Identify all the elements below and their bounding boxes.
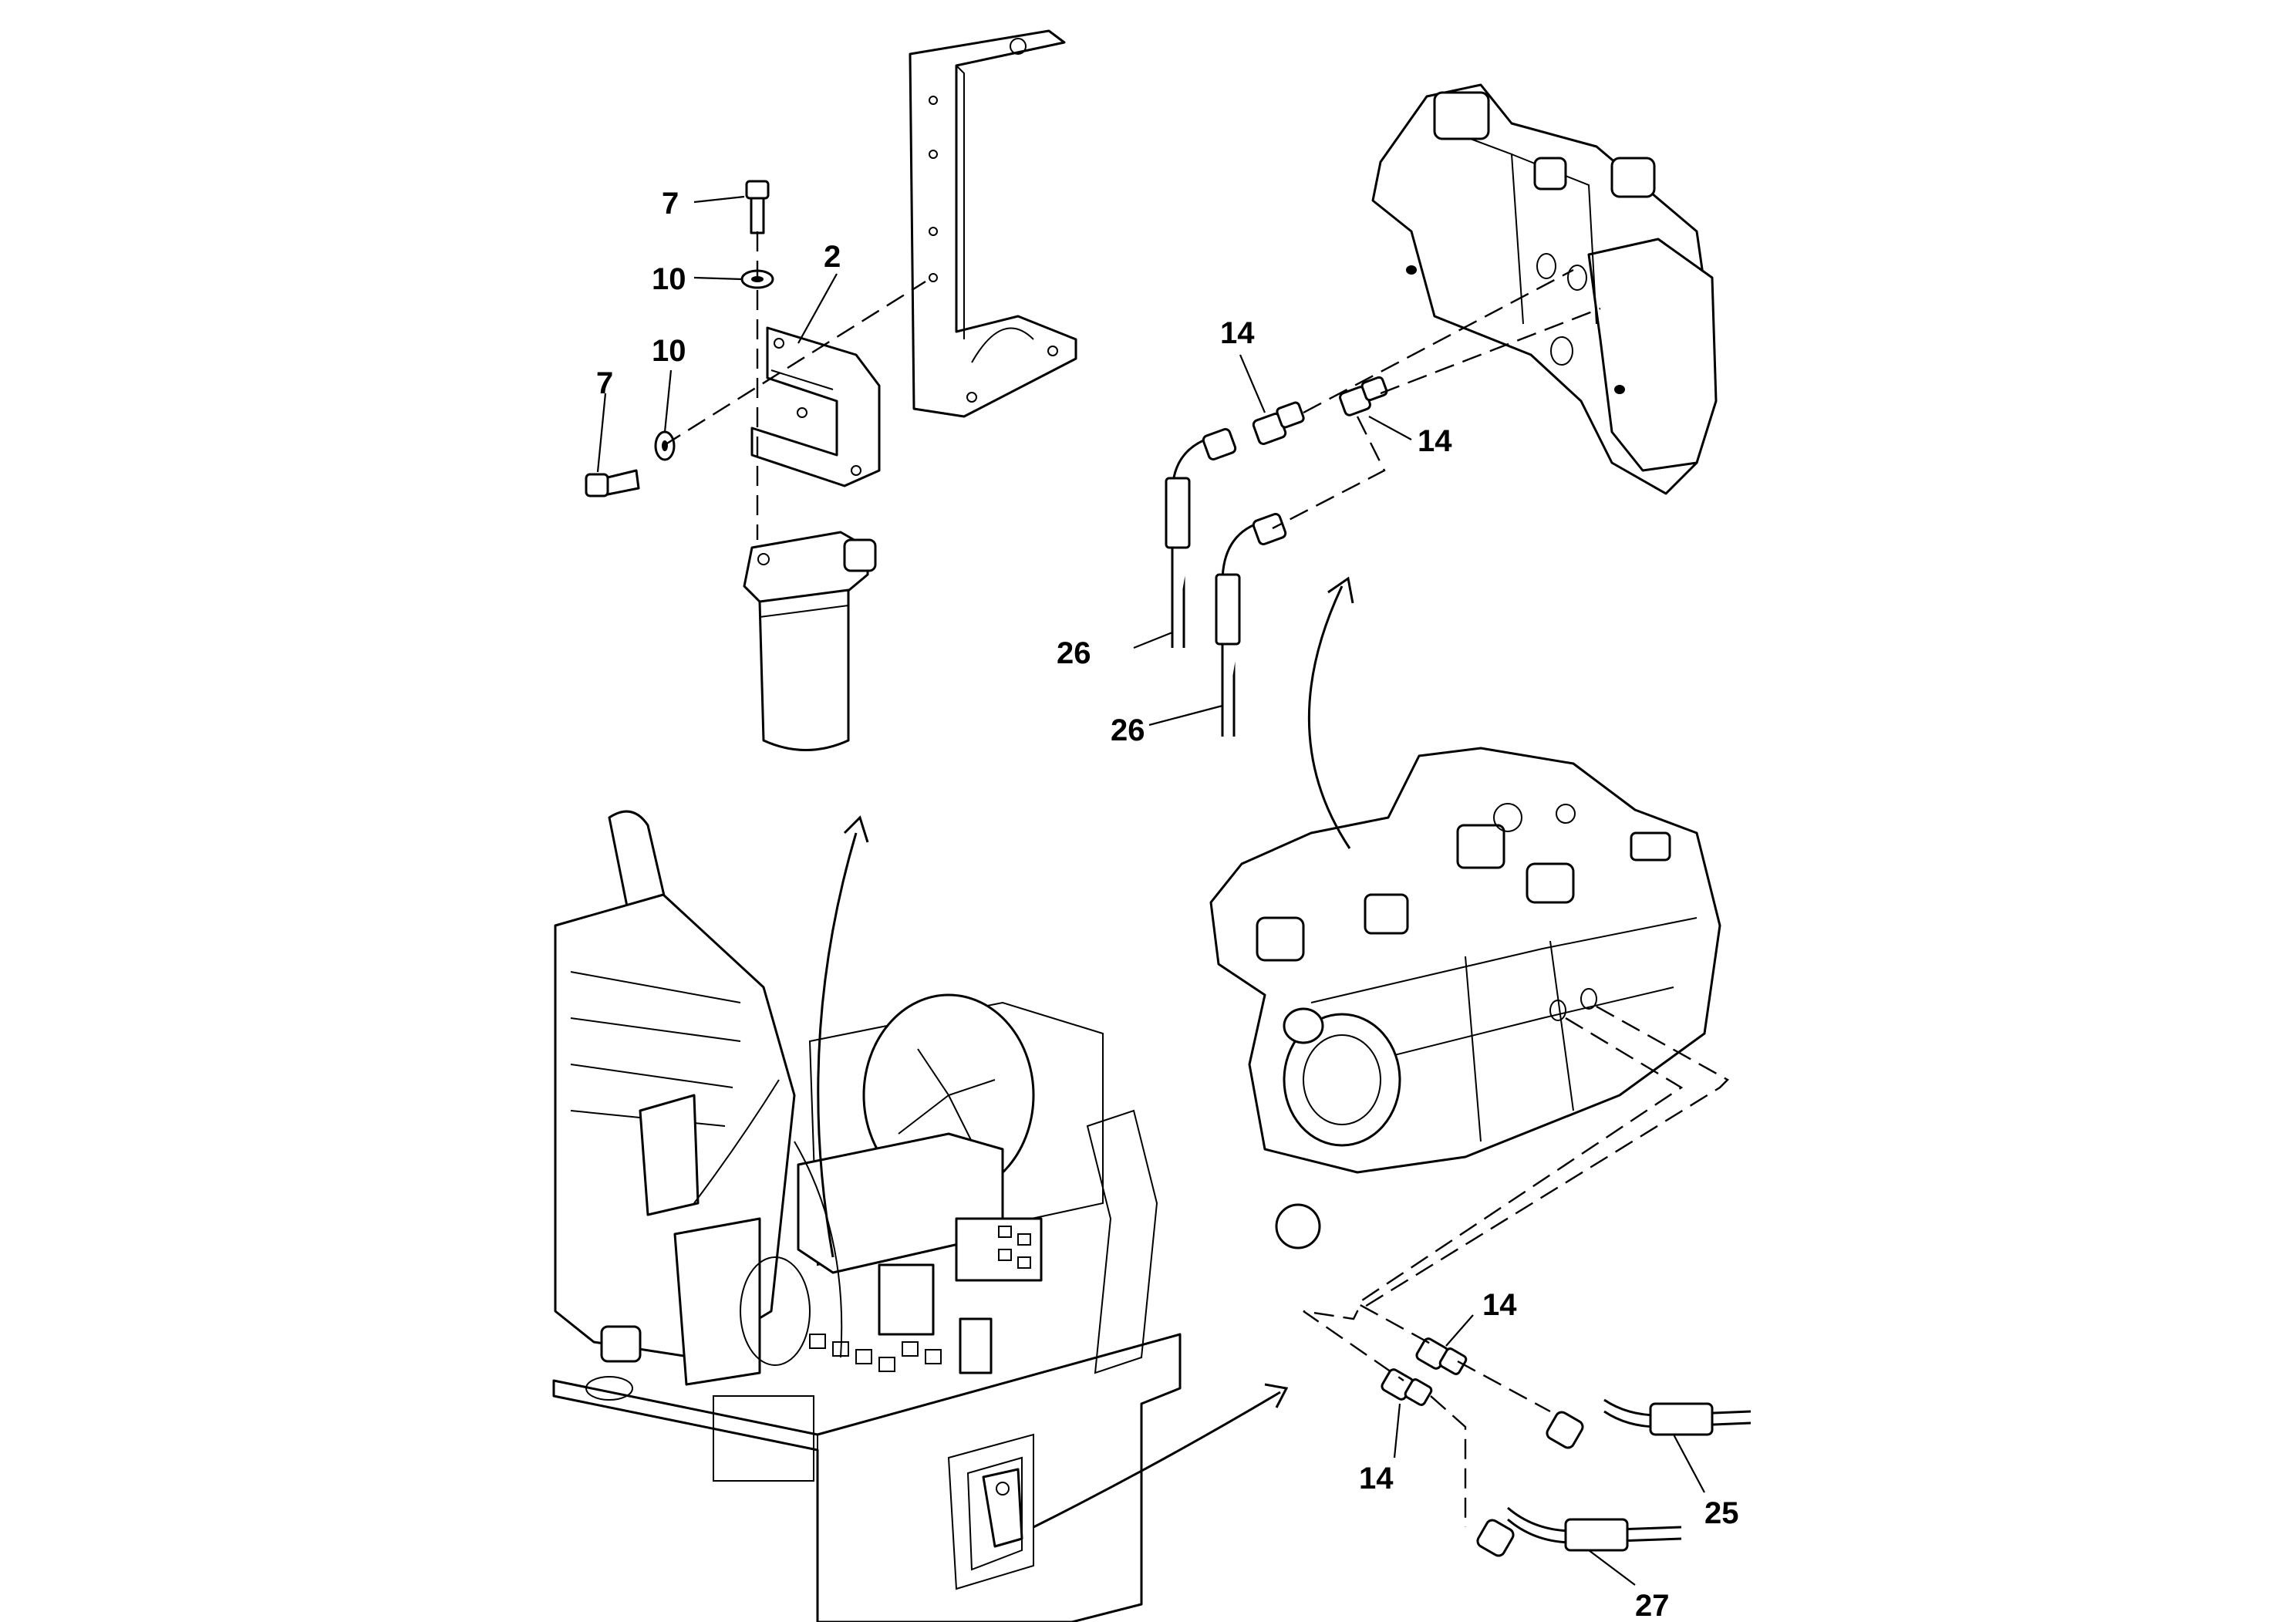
callout-2: 2 [824,240,841,274]
small-fittings-cluster [809,1226,1031,1372]
callout-14-upper-left: 14 [1220,316,1255,350]
fitting-14-lower-upper [1415,1337,1468,1375]
fitting-14-upper-left [1252,401,1305,446]
bolt-side [585,469,640,497]
direction-arrow-bottom [1033,1383,1289,1529]
mounting-bracket [909,29,1077,418]
leader-lines [596,195,1705,1586]
callout-7-side: 7 [596,366,613,400]
hose-27 [1476,1506,1682,1557]
filter-bracket [750,326,881,487]
callout-10-side: 10 [652,334,686,368]
hydraulic-pump-middle [1209,747,1721,1249]
hose-25 [1546,1398,1752,1449]
callout-labels: 7 10 2 10 7 14 14 26 26 14 14 25 27 [596,187,1739,1622]
callout-10-top: 10 [652,262,686,296]
assembly-lines [663,231,1729,1527]
callout-14-upper-right: 14 [1418,424,1452,458]
direction-arrow-right [1307,576,1354,849]
fitting-14-lower-lower [1381,1368,1433,1406]
callout-7-top: 7 [662,187,679,221]
callout-14-lower-lower: 14 [1359,1462,1394,1496]
direction-arrow-left [817,815,869,1258]
hose-26-lower [1215,512,1287,737]
callout-14-lower-upper: 14 [1482,1288,1517,1322]
fitting-14-upper-right [1339,376,1388,416]
callout-25: 25 [1704,1496,1739,1530]
hose-26-upper [1165,427,1237,648]
callout-27: 27 [1635,1589,1670,1622]
callout-26-lower: 26 [1111,713,1145,747]
callout-26-upper: 26 [1057,636,1091,670]
bolt-top [745,180,770,234]
hydraulic-pump-top [1371,83,1718,495]
machine-frame [552,810,1182,1622]
oil-filter [743,531,877,751]
